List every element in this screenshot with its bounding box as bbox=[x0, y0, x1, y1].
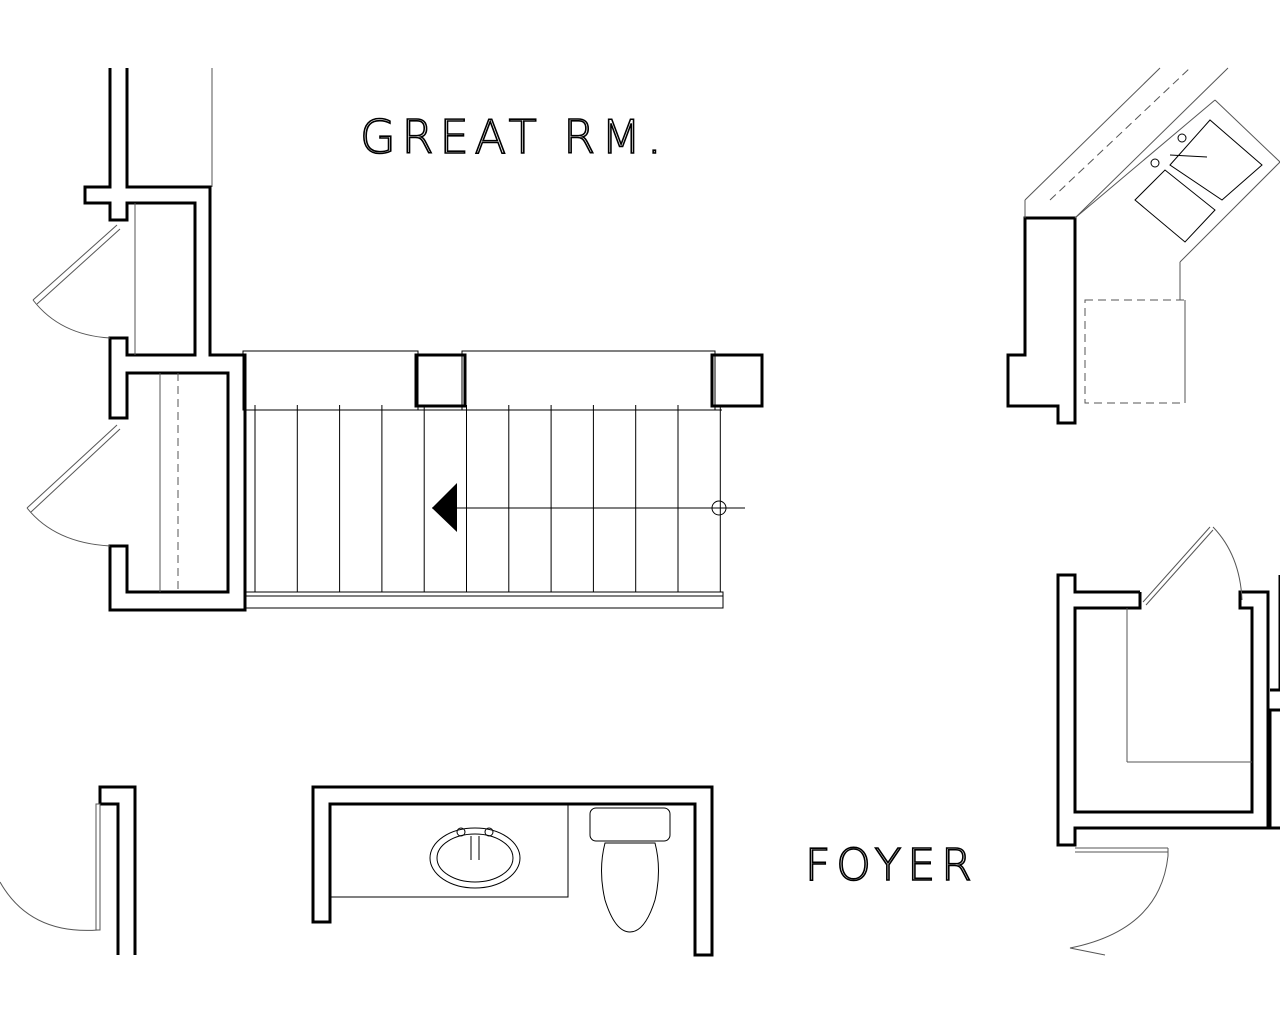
left-closets bbox=[26, 68, 247, 612]
foyer-closet bbox=[1056, 526, 1280, 956]
toilet bbox=[589, 807, 671, 933]
stair-start-marker bbox=[711, 500, 727, 516]
door-swing bbox=[0, 881, 99, 931]
room-label-great-room: GREAT RM. bbox=[360, 110, 668, 164]
staircase bbox=[242, 350, 764, 609]
powder-room bbox=[311, 785, 714, 957]
closet-door-upper[interactable] bbox=[32, 224, 121, 339]
room-label-foyer: FOYER bbox=[805, 840, 978, 891]
newel-post bbox=[414, 353, 467, 408]
kitchen-sink bbox=[1134, 119, 1263, 243]
entry-door[interactable] bbox=[1069, 847, 1169, 956]
vanity bbox=[329, 803, 569, 898]
stair-arrow-icon bbox=[432, 483, 457, 532]
closet-door[interactable] bbox=[1142, 526, 1243, 606]
dishwasher bbox=[1084, 299, 1186, 404]
kitchen-corner bbox=[1006, 67, 1280, 425]
bottom-left-wall bbox=[0, 785, 137, 955]
newel-post bbox=[710, 353, 764, 408]
lavatory-sink bbox=[429, 827, 521, 889]
closet-door-lower[interactable] bbox=[26, 424, 121, 547]
